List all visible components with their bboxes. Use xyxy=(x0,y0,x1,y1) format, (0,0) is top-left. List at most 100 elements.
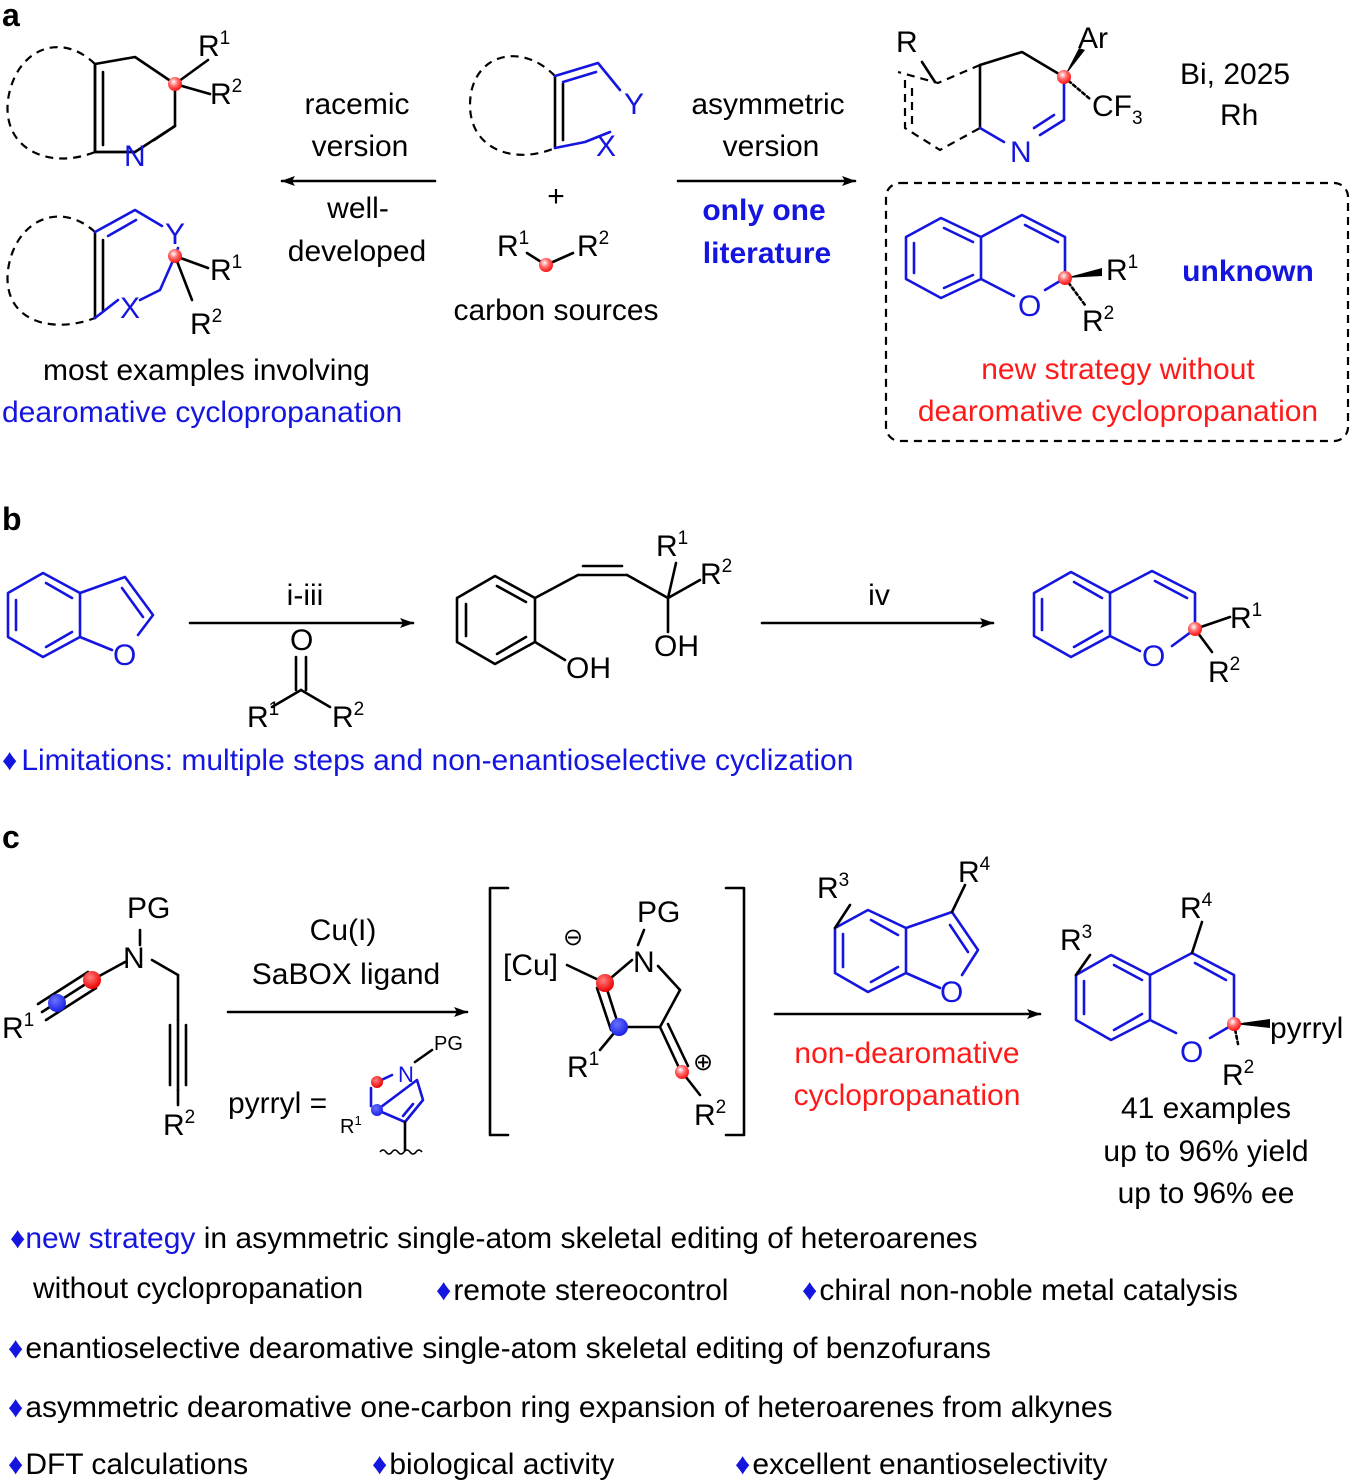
only-one-label: only one xyxy=(702,194,825,227)
r1-label: R1 xyxy=(656,528,688,563)
azine-product-structure: N R1 R2 xyxy=(6,28,242,173)
cu-label: [Cu] xyxy=(503,949,558,982)
cyclopropanation-label: cyclopropanation xyxy=(794,1079,1021,1112)
r2-label: R2 xyxy=(577,228,609,263)
pyrryl-label: pyrryl xyxy=(1270,1012,1343,1045)
most-examples-text: most examples involving xyxy=(43,354,370,387)
atom-O: O xyxy=(1142,640,1165,673)
pyrrole-carbon-red-marker xyxy=(371,1076,383,1088)
panel-label-b: b xyxy=(2,501,22,537)
r2-label: R2 xyxy=(1208,654,1240,689)
r1-label: R1 xyxy=(198,28,230,63)
r1-label: R1 xyxy=(340,1113,362,1138)
r4-label: R4 xyxy=(958,854,991,889)
r2-label: R2 xyxy=(210,76,242,111)
r1-label: R1 xyxy=(1230,600,1262,635)
r3-label: R3 xyxy=(817,870,849,905)
bi-2025-label: Bi, 2025 xyxy=(1180,58,1290,91)
atom-O: O xyxy=(940,976,963,1009)
yield-summary: up to 96% yield xyxy=(1103,1135,1308,1168)
carbon-blue-marker xyxy=(610,1018,628,1036)
r1-label: R1 xyxy=(1106,252,1138,287)
2h-chromene-product-structure: O R1 R2 xyxy=(1032,569,1262,689)
unknown-chromene-box xyxy=(884,181,1350,443)
r2-label: R2 xyxy=(1222,1057,1254,1092)
pg-label: PG xyxy=(434,1033,463,1055)
cf3-azine-product-structure: R Ar CF3 N xyxy=(896,22,1143,169)
atom-O: O xyxy=(113,639,136,672)
oh-label: OH xyxy=(654,630,699,663)
well-label: well- xyxy=(326,192,389,225)
pyrryl-equals-label: pyrryl = xyxy=(228,1087,327,1120)
literature-label: literature xyxy=(703,237,831,270)
atom-N: N xyxy=(633,946,655,979)
examples-count: 41 examples xyxy=(1121,1092,1291,1125)
r-label: R xyxy=(896,26,918,59)
bullet-excellent-enantioselectivity: ♦excellent enantioselectivity xyxy=(735,1448,1108,1481)
r2-label: R2 xyxy=(190,306,222,341)
ynamide-substrate-structure: PG N R1 R2 xyxy=(2,892,195,1142)
pg-label: PG xyxy=(637,896,680,929)
carbene-carbon-red-marker xyxy=(596,974,614,992)
carbon-atom-marker xyxy=(168,249,182,263)
r4-label: R4 xyxy=(1180,890,1213,925)
phenol-allylic-alcohol-structure: OH OH R1 R2 xyxy=(455,528,732,685)
bullet-new-strategy: ♦new strategy in asymmetric single-atom … xyxy=(10,1222,977,1255)
heterocycle-product-structure: Y X R1 R2 xyxy=(6,208,242,341)
substituted-benzofuran-structure: O R3 R4 xyxy=(817,854,991,1009)
atom-X: X xyxy=(120,292,140,325)
carbon-source-structure: R1 R2 xyxy=(497,228,609,272)
alkyne-carbon-red-marker xyxy=(83,971,101,989)
r1-label: R1 xyxy=(567,1049,599,1084)
atom-N: N xyxy=(1010,136,1032,169)
atom-X: X xyxy=(596,130,616,163)
ar-label: Ar xyxy=(1078,22,1108,55)
limitations-text: ♦Limitations: multiple steps and non-ena… xyxy=(2,744,853,777)
chiral-chromene-product-structure: O pyrryl R3 R4 R2 xyxy=(1060,890,1343,1092)
cation-carbon-marker xyxy=(675,1065,689,1079)
new-strategy-label: new strategy without xyxy=(981,353,1255,386)
non-dearomative-label: non-dearomative xyxy=(794,1037,1019,1070)
carbon-atom-marker xyxy=(1188,622,1202,636)
version-label: version xyxy=(723,130,820,163)
atom-N: N xyxy=(398,1062,414,1087)
r2-label: R2 xyxy=(694,1097,726,1132)
r1-label: R1 xyxy=(497,228,529,263)
2h-chromene-structure: O R1 R2 xyxy=(904,213,1138,338)
cu-i-label: Cu(I) xyxy=(310,914,377,947)
atom-O: O xyxy=(1018,290,1041,323)
developed-label: developed xyxy=(288,235,426,268)
benzofuran-structure: O xyxy=(6,571,155,672)
dearomative-cyclopropanation-label: dearomative cyclopropanation xyxy=(918,395,1318,428)
asymmetric-label: asymmetric xyxy=(691,88,844,121)
atom-Y: Y xyxy=(624,88,644,121)
carbon-atom-marker xyxy=(1057,70,1071,84)
r2-label: R2 xyxy=(1082,303,1114,338)
stereocenter-marker xyxy=(1227,1017,1241,1031)
carbon-atom-marker xyxy=(1058,271,1072,285)
rh-label: Rh xyxy=(1220,99,1258,132)
heteroarene-substrate-structure: Y X xyxy=(468,55,644,163)
r3-label: R3 xyxy=(1060,922,1092,957)
bullet-without-cyclopropanation: without cyclopropanation xyxy=(32,1272,363,1305)
r2-label: R2 xyxy=(163,1107,195,1142)
ee-summary: up to 96% ee xyxy=(1118,1177,1295,1210)
version-label: version xyxy=(312,130,409,163)
panel-label-c: c xyxy=(2,819,20,855)
bullet-dft-calculations: ♦DFT calculations xyxy=(8,1448,248,1481)
atom-Y: Y xyxy=(165,218,185,251)
racemic-label: racemic xyxy=(304,88,409,121)
plus-sign: + xyxy=(547,180,565,213)
oh-label: OH xyxy=(566,652,611,685)
pg-label: PG xyxy=(127,892,170,925)
r1-label: R1 xyxy=(210,252,242,287)
minus-charge: ⊖ xyxy=(563,924,583,951)
panel-label-a: a xyxy=(2,0,20,33)
ketone-structure: O R1 R2 xyxy=(247,624,364,734)
bullet-biological-activity: ♦biological activity xyxy=(372,1448,614,1481)
r1-label: R1 xyxy=(247,699,279,734)
pyrrole-carbon-blue-marker xyxy=(371,1104,383,1116)
atom-N: N xyxy=(124,140,146,173)
bullet-remote-stereocontrol: ♦remote stereocontrol xyxy=(436,1274,728,1307)
